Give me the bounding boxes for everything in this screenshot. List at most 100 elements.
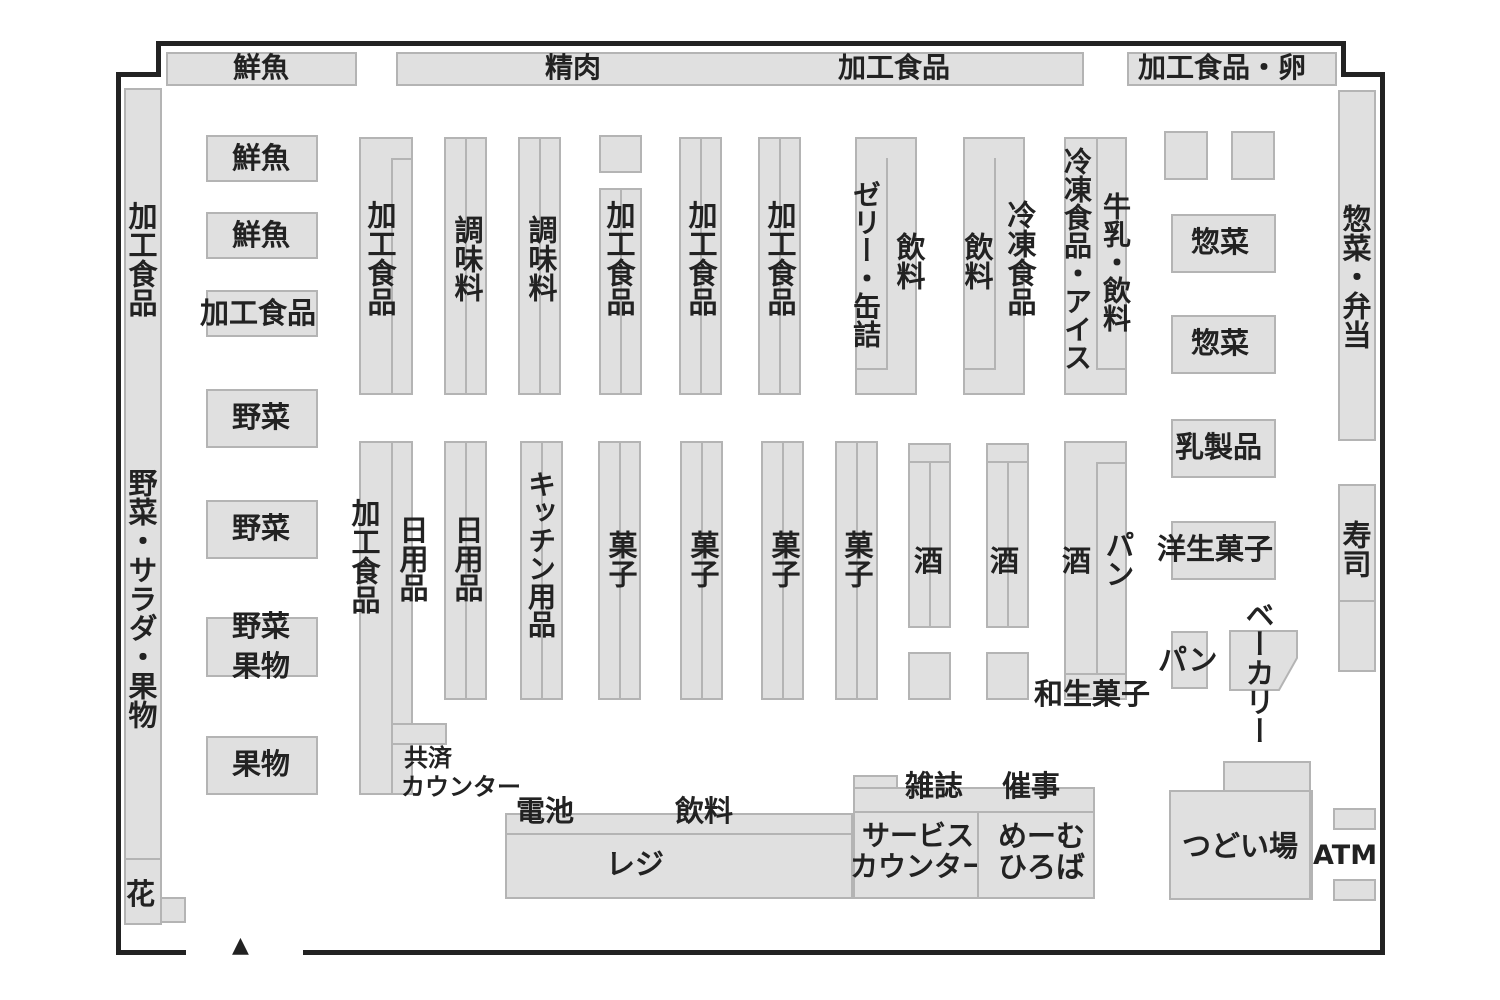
dairy-display	[1171, 419, 1276, 478]
small-display-1	[1164, 131, 1208, 180]
meemu-label-1: めーむ	[998, 819, 1086, 853]
tsudoi-area	[1169, 790, 1311, 900]
island-fruit-1-label: 果物	[232, 649, 291, 683]
aisle-sweets-2-label: 菓子	[686, 530, 720, 588]
deli-1-label: 惣菜	[1191, 225, 1250, 259]
wall	[156, 41, 161, 74]
bakery-display	[1229, 630, 1298, 691]
aisle-jelly-cans-label: ゼリー・缶詰	[849, 180, 882, 348]
island-veg-2-label: 野菜	[232, 511, 291, 545]
top-fish-label: 鮮魚	[233, 51, 290, 84]
western-sweets-display	[1171, 521, 1276, 580]
wall	[116, 72, 121, 955]
meemu-label-2: ひろば	[998, 850, 1086, 884]
bakery-label: ベーカリー	[1241, 600, 1275, 745]
aisle-drinks-2-label: 飲料	[960, 232, 994, 290]
japanese-sweets-label: 和生菓子	[1034, 677, 1151, 711]
top-processed-label: 加工食品	[838, 51, 951, 84]
island-veg-fruit	[206, 617, 318, 677]
island-veg-1-label: 野菜	[232, 400, 291, 434]
top-meat-processed-shelf	[396, 52, 1084, 86]
deli-2-label: 惣菜	[1191, 326, 1250, 360]
wall	[1341, 72, 1385, 77]
aisle-processed-1	[359, 137, 413, 395]
flower-label: 花	[126, 877, 156, 911]
aisle-daily-2-label: 日用品	[450, 515, 484, 602]
island-processed	[206, 290, 318, 337]
aisle-sake-bread	[1064, 441, 1127, 700]
island-fruit-2-label: 果物	[232, 747, 291, 781]
island-veg-2	[206, 500, 318, 559]
aisle-kitchen-label: キッチン用品	[524, 470, 557, 638]
aisle-seasoning-1-label: 調味料	[450, 215, 484, 302]
island-fish-1-label: 鮮魚	[232, 141, 291, 175]
events-label: 催事	[1002, 769, 1061, 803]
aisle-sweets-3-label: 菓子	[767, 530, 801, 588]
deli-1	[1171, 214, 1276, 273]
flower-stand	[160, 897, 186, 923]
service-counter-label-1: サービス	[862, 819, 975, 852]
tsudoi-top	[1223, 761, 1311, 793]
island-veg-3-label: 野菜	[232, 609, 291, 643]
wall	[1380, 72, 1385, 955]
island-processed-label: 加工食品	[200, 296, 317, 330]
aisle-processed-3-label: 加工食品	[684, 200, 718, 316]
magazines-label: 雑誌	[905, 769, 964, 803]
coop-counter-label-1: 共済	[404, 744, 452, 772]
drinks-register-label: 飲料	[675, 794, 734, 828]
aisle-daily-1-end	[391, 723, 447, 745]
dairy-label: 乳製品	[1175, 430, 1263, 464]
deli-2	[1171, 315, 1276, 374]
sushi-label: 寿司	[1338, 520, 1372, 578]
island-fish-1	[206, 135, 318, 182]
top-processed-egg-shelf	[1127, 52, 1337, 86]
wall	[116, 72, 161, 77]
aisle-processed-2-label: 加工食品	[602, 200, 636, 316]
service-counter-label-2: カウンター	[850, 850, 991, 883]
bread-label: パン	[1158, 643, 1218, 677]
island-fish-2	[206, 212, 318, 259]
wall	[116, 950, 186, 955]
aisle-sake-2-label: 酒	[990, 544, 1020, 578]
aisle-frozen-ice-label: 冷凍食品・アイス	[1060, 147, 1093, 371]
tsudoi-label: つどい場	[1182, 829, 1299, 863]
meemu-plaza	[977, 811, 1095, 899]
atm-label: ATM	[1313, 840, 1378, 871]
western-sweets-label: 洋生菓子	[1157, 532, 1274, 566]
island-fruit-2	[206, 736, 318, 795]
sake-2-end	[986, 652, 1029, 700]
aisle-processed-5-label: 加工食品	[347, 498, 381, 614]
aisle-frozen-label: 冷凍食品	[1003, 200, 1037, 316]
aisle-drinks-1-label: 飲料	[892, 232, 926, 290]
aisle-sweets-4-label: 菓子	[840, 530, 874, 588]
top-meat-label: 精肉	[545, 51, 602, 84]
left-veg-salad-fruit-label: 野菜・サラダ・果物	[124, 468, 158, 729]
battery-label: 電池	[516, 794, 575, 828]
island-veg-1	[206, 389, 318, 448]
wall	[303, 950, 1385, 955]
island-fish-2-label: 鮮魚	[232, 218, 291, 252]
left-processed-label: 加工食品	[124, 201, 158, 317]
aisle-bread-label: パン	[1101, 530, 1135, 588]
sushi-shelf	[1338, 484, 1376, 672]
wall	[1341, 41, 1346, 75]
aisle-seasoning-2-label: 調味料	[524, 215, 558, 302]
left-wall-shelf	[124, 88, 162, 925]
bread-display	[1171, 631, 1208, 689]
sake-1-end	[908, 652, 951, 700]
wall	[156, 41, 1346, 46]
aisle-sake-3-label: 酒	[1062, 544, 1092, 578]
aisle-processed-1-label: 加工食品	[363, 200, 397, 316]
top-fish-shelf	[166, 52, 357, 86]
entrance-arrow-icon: ▲	[232, 933, 249, 958]
aisle-sweets-1-label: 菓子	[604, 530, 638, 588]
right-deli-bento-shelf	[1338, 90, 1376, 441]
top-processed-egg-label: 加工食品・卵	[1138, 51, 1307, 84]
atm-box-1	[1333, 808, 1376, 830]
aisle-daily-1-label: 日用品	[395, 515, 429, 602]
aisle-sake-1-label: 酒	[914, 544, 944, 578]
atm-box-2	[1333, 879, 1376, 901]
right-deli-bento-label: 惣菜・弁当	[1338, 204, 1372, 349]
service-counter	[853, 811, 979, 899]
